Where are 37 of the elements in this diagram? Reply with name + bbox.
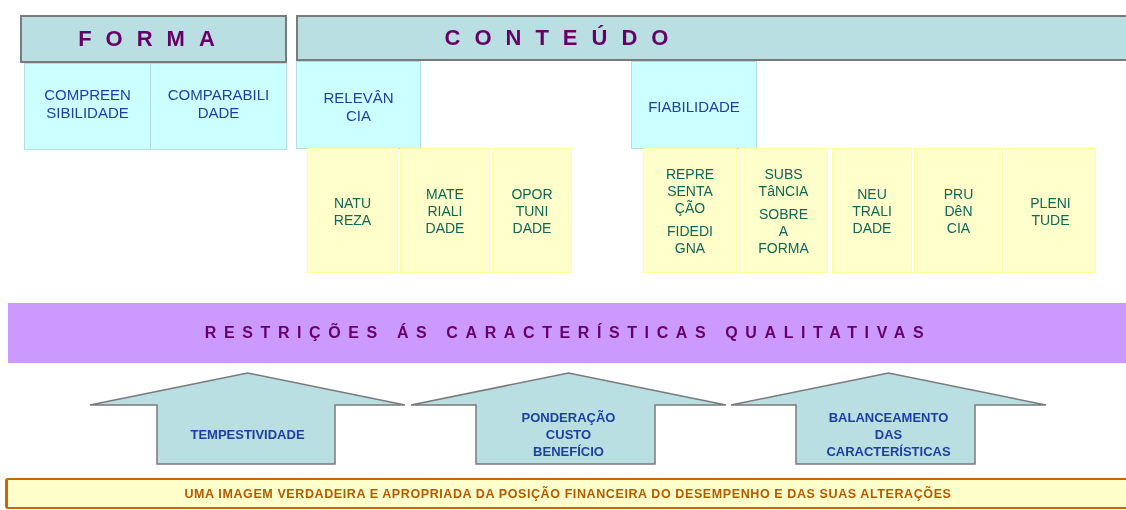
characteristic-box <box>150 63 287 150</box>
sub-characteristic-label: SUBS TâNCIA <box>758 166 809 200</box>
sub-characteristic-box <box>739 148 828 273</box>
sub-characteristic-box <box>307 148 398 273</box>
sub-characteristic-label: PRU DêN CIA <box>943 186 974 237</box>
arrow-label: BALANCEAMENTO DAS CARACTERÍSTICAS <box>826 409 951 460</box>
sub-characteristic-label: MATE RIALI DADE <box>425 186 465 237</box>
sub-characteristic-box <box>492 148 572 273</box>
characteristic-label: COMPREEN SIBILIDADE <box>44 86 131 122</box>
sub-characteristic-label: SOBRE A FORMA <box>758 206 809 257</box>
sub-characteristic-box <box>1005 148 1096 273</box>
sub-characteristic-label: NEU TRALI DADE <box>852 186 892 237</box>
conclusion-scroll-banner <box>5 478 1126 509</box>
header-title: FORMA <box>78 26 229 52</box>
header-title: CONTEÚDO <box>444 25 683 51</box>
category-header <box>20 15 287 63</box>
sub-characteristic-label: PLENI TUDE <box>1030 194 1071 229</box>
characteristic-box <box>24 63 151 150</box>
sub-characteristic-box <box>914 148 1003 273</box>
sub-characteristic-box <box>400 148 490 273</box>
arrow-label: TEMPESTIVIDADE <box>190 426 305 443</box>
sub-characteristic-label: FIDEDI GNA <box>667 223 713 257</box>
characteristic-label: FIABILIDADE <box>648 98 740 116</box>
banner-text: UMA IMAGEM VERDADEIRA E APROPRIADA DA POSIÇÃO FINANCEIRA DO DESEMPENHO E DAS SUAS ALTERAÇÕES <box>184 486 952 501</box>
sub-characteristic-label: NATU REZA <box>333 194 372 229</box>
constraints-banner <box>8 303 1126 363</box>
banner-title: RESTRIÇÕES ÁS CARACTERÍSTICAS QUALITATIVAS <box>204 324 932 342</box>
sub-characteristic-box <box>643 148 737 273</box>
characteristic-box <box>296 61 421 149</box>
characteristic-label: RELEVÂN CIA <box>323 89 394 125</box>
characteristic-box <box>631 61 757 149</box>
sub-characteristic-label: REPRE SENTA ÇÃO <box>665 166 715 217</box>
sub-characteristic-label: OPOR TUNI DADE <box>511 186 553 237</box>
characteristic-label: COMPARABILI DADE <box>167 86 270 122</box>
arrow-label: PONDERAÇÃO CUSTO BENEFÍCIO <box>521 409 616 460</box>
sub-characteristic-box <box>832 148 912 273</box>
category-header <box>296 15 1126 61</box>
